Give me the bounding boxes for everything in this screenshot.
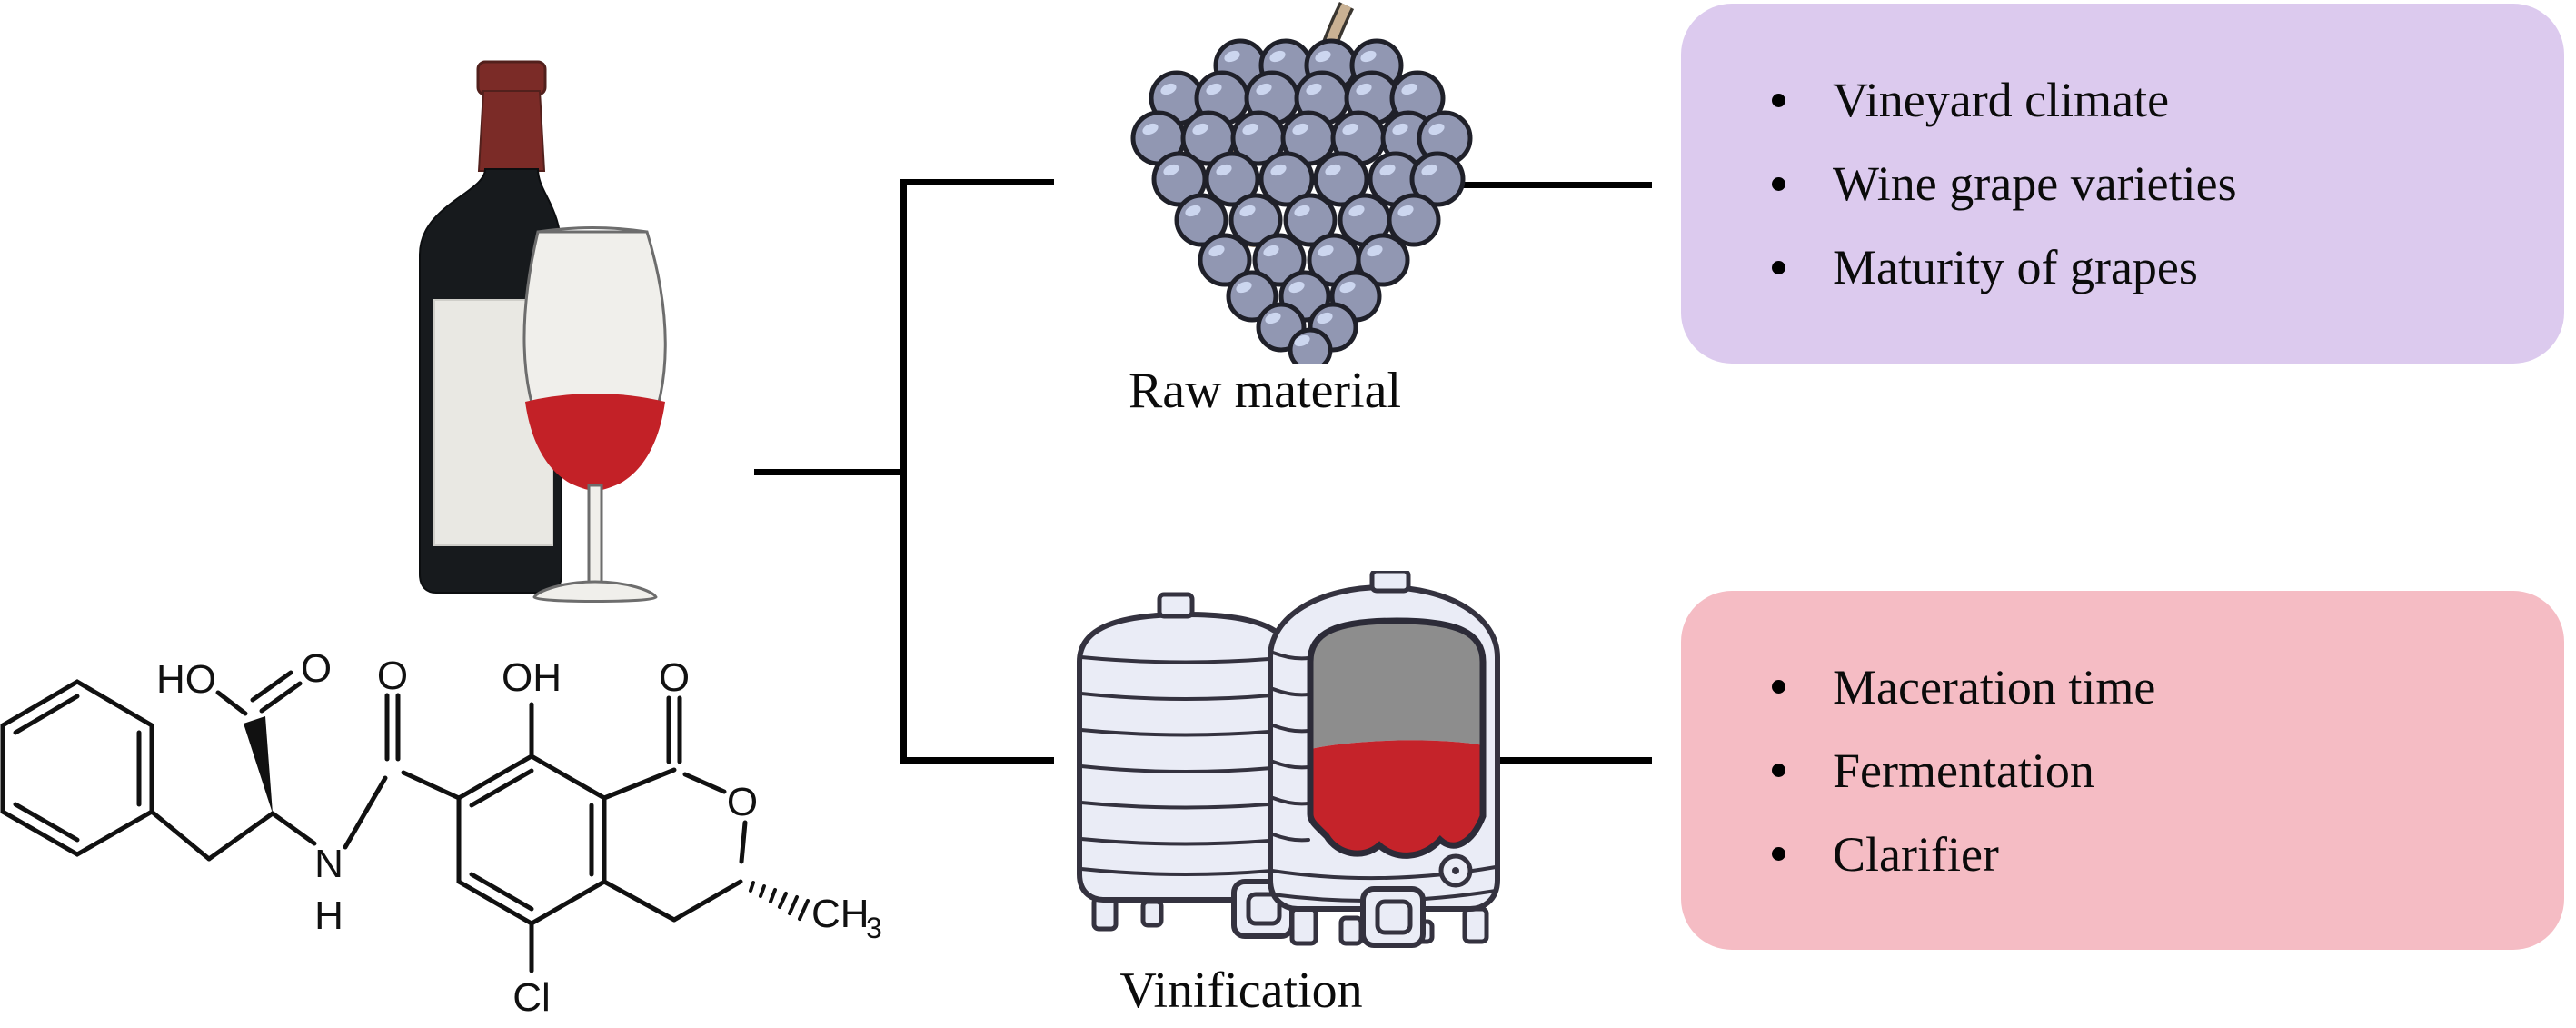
wine-glass-rim — [537, 226, 648, 234]
cl-label: Cl — [512, 975, 551, 1020]
list-item: Fermentation — [1772, 729, 2528, 813]
list-item: Maceration time — [1772, 645, 2528, 729]
grapes — [1130, 38, 1473, 364]
factor-text: Maturity of grapes — [1833, 240, 2198, 294]
bullet-icon — [1772, 93, 1785, 107]
bullet-icon — [1772, 260, 1785, 274]
connector-bottle-line — [754, 469, 905, 475]
tank-right-top-nub — [1369, 571, 1411, 594]
connector-tanks-to-box — [1457, 757, 1652, 764]
factor-text: Wine grape varieties — [1833, 156, 2237, 211]
wine-glass-foot — [532, 580, 658, 603]
wine-glass-stem — [587, 484, 603, 587]
connector-grapes-to-box — [1457, 182, 1652, 188]
bullet-icon — [1772, 680, 1785, 694]
connector-vertical-line — [900, 179, 907, 764]
lactone-o-label: O — [659, 655, 690, 700]
bottle-cap-lip — [476, 60, 547, 96]
tank-cutaway-headspace — [1310, 621, 1483, 749]
ho-label: HO — [156, 657, 216, 702]
vinification-factors-box: Maceration time Fermentation Clarifier — [1681, 591, 2564, 950]
factor-text: Maceration time — [1833, 659, 2156, 714]
list-item: Clarifier — [1772, 813, 2528, 896]
ch3-subscript: 3 — [866, 912, 882, 944]
wine-bottle-and-glass-illustration — [419, 60, 667, 603]
bullet-icon — [1772, 176, 1785, 191]
h-label: H — [314, 893, 343, 938]
bullet-icon — [1772, 847, 1785, 861]
connector-top-branch — [900, 179, 1054, 185]
factor-text: Fermentation — [1833, 743, 2094, 798]
phenol-oh-label: OH — [502, 655, 562, 700]
fermentation-tanks-illustration — [1077, 571, 1500, 948]
tank-cutaway-wine — [1310, 740, 1483, 856]
factor-text: Clarifier — [1833, 826, 1999, 882]
list-item: Maturity of grapes — [1772, 225, 2528, 309]
stereo-wedge — [244, 716, 273, 813]
ring-o-label: O — [727, 780, 758, 824]
ch3-label: CH — [811, 892, 870, 936]
bottle-cap — [477, 90, 546, 172]
tank-cutaway-outline — [1307, 617, 1487, 859]
factor-text: Vineyard climate — [1833, 73, 2170, 127]
aromatic-ring — [456, 754, 607, 926]
amide-o-label: O — [377, 654, 408, 698]
hashed-wedge — [749, 881, 810, 921]
list-item: Wine grape varieties — [1772, 142, 2528, 225]
raw-material-label: Raw material — [1128, 363, 1402, 419]
connector-bottom-branch — [900, 757, 1054, 764]
list-item: Vineyard climate — [1772, 58, 2528, 142]
benzene-ring — [0, 679, 154, 857]
chemical-structure: HO O O N H OH O O CH 3 Cl — [0, 646, 882, 1020]
tank-left-ribs — [1079, 655, 1292, 876]
raw-factors-box: Vineyard climate Wine grape varieties Ma… — [1681, 4, 2564, 364]
grape-bunch-illustration — [1130, 1, 1473, 364]
n-label: N — [314, 842, 343, 886]
bullet-icon — [1772, 764, 1785, 777]
wine-fill — [525, 394, 665, 491]
vinification-label: Vinification — [1119, 963, 1363, 1019]
tank-left-body — [1077, 611, 1295, 903]
raw-factors-list: Vineyard climate Wine grape varieties Ma… — [1681, 58, 2564, 309]
acid-o-label: O — [301, 646, 332, 691]
vinification-factors-list: Maceration time Fermentation Clarifier — [1681, 645, 2564, 896]
tank-left-top-nub — [1157, 592, 1195, 619]
